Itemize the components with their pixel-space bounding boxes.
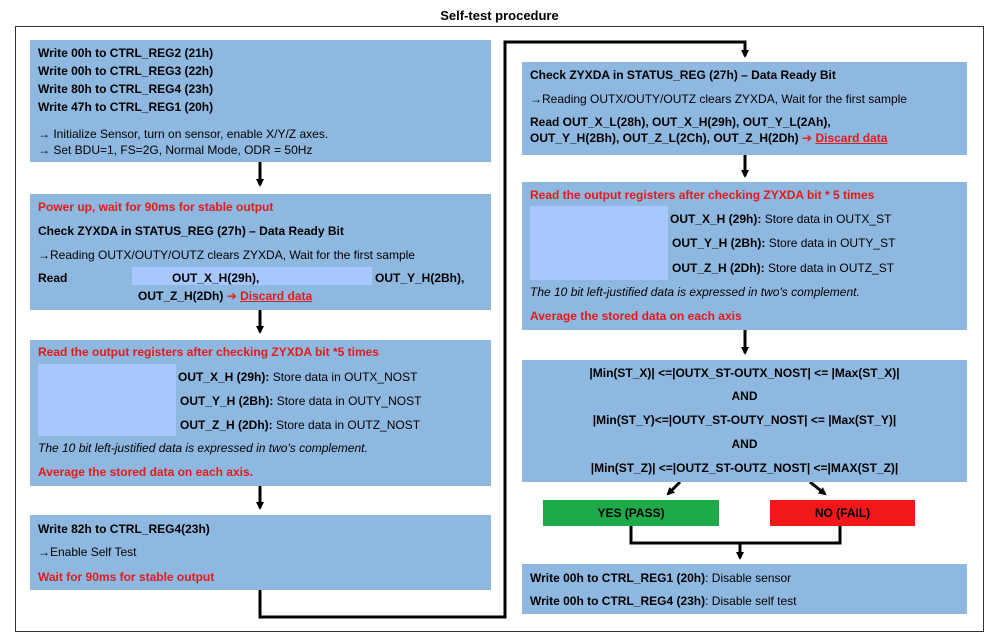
- st-discard-arrow-icon: ➔: [802, 131, 813, 145]
- powerup-box: Power up, wait for 90ms for stable outpu…: [30, 194, 491, 310]
- init-note-2: → Set BDU=1, FS=2G, Normal Mode, ODR = 5…: [38, 143, 313, 157]
- nost-inner-highlight: [38, 364, 176, 436]
- st-average: Average the stored data on each axis: [530, 309, 742, 323]
- powerup-wait-text: Power up, wait for 90ms for stable outpu…: [38, 200, 274, 214]
- disable-selftest-reg: Write 00h to CTRL_REG4 (23h): [530, 594, 706, 608]
- discard-arrow-icon: ➔: [226, 289, 237, 303]
- st-y-reg: OUT_Y_H (2Bh):: [672, 236, 766, 250]
- powerup-reading-text: →Reading OUTX/OUTY/OUTZ clears ZYXDA, Wa…: [38, 248, 415, 262]
- powerup-inner-highlight: [132, 267, 372, 285]
- disable-selftest-text: : Disable self test: [705, 594, 797, 608]
- arrow-box7-pass: [666, 480, 682, 496]
- compare-and-2: AND: [731, 437, 758, 451]
- init-line-4: Write 47h to CTRL_REG1 (20h): [38, 100, 214, 114]
- compare-z: |Min(ST_Z)| <=|OUTZ_ST-OUTZ_NOST| <=|MAX…: [590, 461, 899, 475]
- fail-result: NO (FAIL): [770, 500, 915, 526]
- arrow-results-box8: [629, 526, 842, 545]
- nost-read-box: Read the output registers after checking…: [30, 340, 491, 486]
- st-check-text: Check ZYXDA in STATUS_REG (27h) – Data R…: [530, 68, 836, 82]
- powerup-check-text: Check ZYXDA in STATUS_REG (27h) – Data R…: [38, 224, 344, 238]
- powerup-outz: OUT_Z_H(2Dh): [138, 289, 224, 303]
- disable-box: Write 00h to CTRL_REG1 (20h): Disable se…: [522, 564, 967, 614]
- st-x-text: Store data in OUTX_ST: [764, 212, 892, 226]
- init-box: Write 00h to CTRL_REG2 (21h) Write 00h t…: [30, 40, 491, 162]
- powerup-outy: OUT_Y_H(2Bh),: [375, 271, 465, 285]
- outer-frame: [15, 26, 984, 632]
- compare-y: |Min(ST_Y)<=|OUTY_ST-OUTY_NOST| <= |Max(…: [592, 413, 897, 427]
- st-x-reg: OUT_X_H (29h):: [670, 212, 762, 226]
- st-z-text: Store data in OUTZ_ST: [768, 261, 895, 275]
- selftest-enable: →Enable Self Test: [38, 545, 137, 559]
- powerup-outx: OUT_X_H(29h),: [172, 271, 260, 285]
- nost-red-title: Read the output registers after checking…: [38, 345, 379, 359]
- init-line-2: Write 00h to CTRL_REG3 (22h): [38, 64, 214, 78]
- nost-z-text: Store data in OUTZ_NOST: [276, 418, 421, 432]
- st-check-box: Check ZYXDA in STATUS_REG (27h) – Data R…: [522, 62, 967, 155]
- nost-z-reg: OUT_Z_H (2Dh):: [180, 418, 273, 432]
- st-note: The 10 bit left-justified data is expres…: [530, 285, 860, 299]
- selftest-wait: Wait for 90ms for stable output: [38, 570, 215, 584]
- nost-y-text: Store data in OUTY_NOST: [276, 394, 422, 408]
- nost-x-reg: OUT_X_H (29h):: [178, 370, 270, 384]
- arrow-box7-fail: [809, 480, 827, 496]
- compare-box: |Min(ST_X)| <=|OUTX_ST-OUTX_NOST| <= |Ma…: [522, 360, 967, 482]
- pass-result: YES (PASS): [543, 500, 719, 526]
- arrow-box4-box5: [258, 40, 749, 619]
- selftest-write: Write 82h to CTRL_REG4(23h): [38, 522, 210, 536]
- compare-x: |Min(ST_X)| <=|OUTX_ST-OUTX_NOST| <= |Ma…: [589, 366, 900, 380]
- disable-sensor-text: : Disable sensor: [705, 571, 792, 585]
- st-red-title: Read the output registers after checking…: [530, 188, 875, 202]
- nost-x-text: Store data in OUTX_NOST: [272, 370, 418, 384]
- nost-average: Average the stored data on each axis.: [38, 465, 253, 479]
- nost-y-reg: OUT_Y_H (2Bh):: [180, 394, 274, 408]
- disable-sensor-reg: Write 00h to CTRL_REG1 (20h): [530, 571, 706, 585]
- st-read-line-1: Read OUT_X_L(28h), OUT_X_H(29h), OUT_Y_L…: [530, 115, 831, 129]
- st-discard-text: Discard data: [815, 131, 888, 145]
- st-y-text: Store data in OUTY_ST: [768, 236, 896, 250]
- init-line-3: Write 80h to CTRL_REG4 (23h): [38, 82, 214, 96]
- powerup-read-label: Read: [38, 271, 68, 285]
- diagram-title: Self-test procedure: [440, 8, 559, 23]
- nost-note: The 10 bit left-justified data is expres…: [38, 441, 368, 455]
- st-inner-highlight: [530, 206, 668, 280]
- powerup-discard-text: Discard data: [240, 289, 313, 303]
- enable-selftest-box: Write 82h to CTRL_REG4(23h) →Enable Self…: [30, 515, 491, 590]
- st-read-box: Read the output registers after checking…: [522, 182, 967, 330]
- st-z-reg: OUT_Z_H (2Dh):: [672, 261, 765, 275]
- compare-and-1: AND: [731, 389, 758, 403]
- st-read-line-2: OUT_Y_H(2Bh), OUT_Z_L(2Ch), OUT_Z_H(2Dh): [530, 131, 799, 145]
- init-line-1: Write 00h to CTRL_REG2 (21h): [38, 46, 214, 60]
- init-note-1: → Initialize Sensor, turn on sensor, ena…: [38, 127, 329, 141]
- st-reading-text: →Reading OUTX/OUTY/OUTZ clears ZYXDA, Wa…: [530, 92, 907, 106]
